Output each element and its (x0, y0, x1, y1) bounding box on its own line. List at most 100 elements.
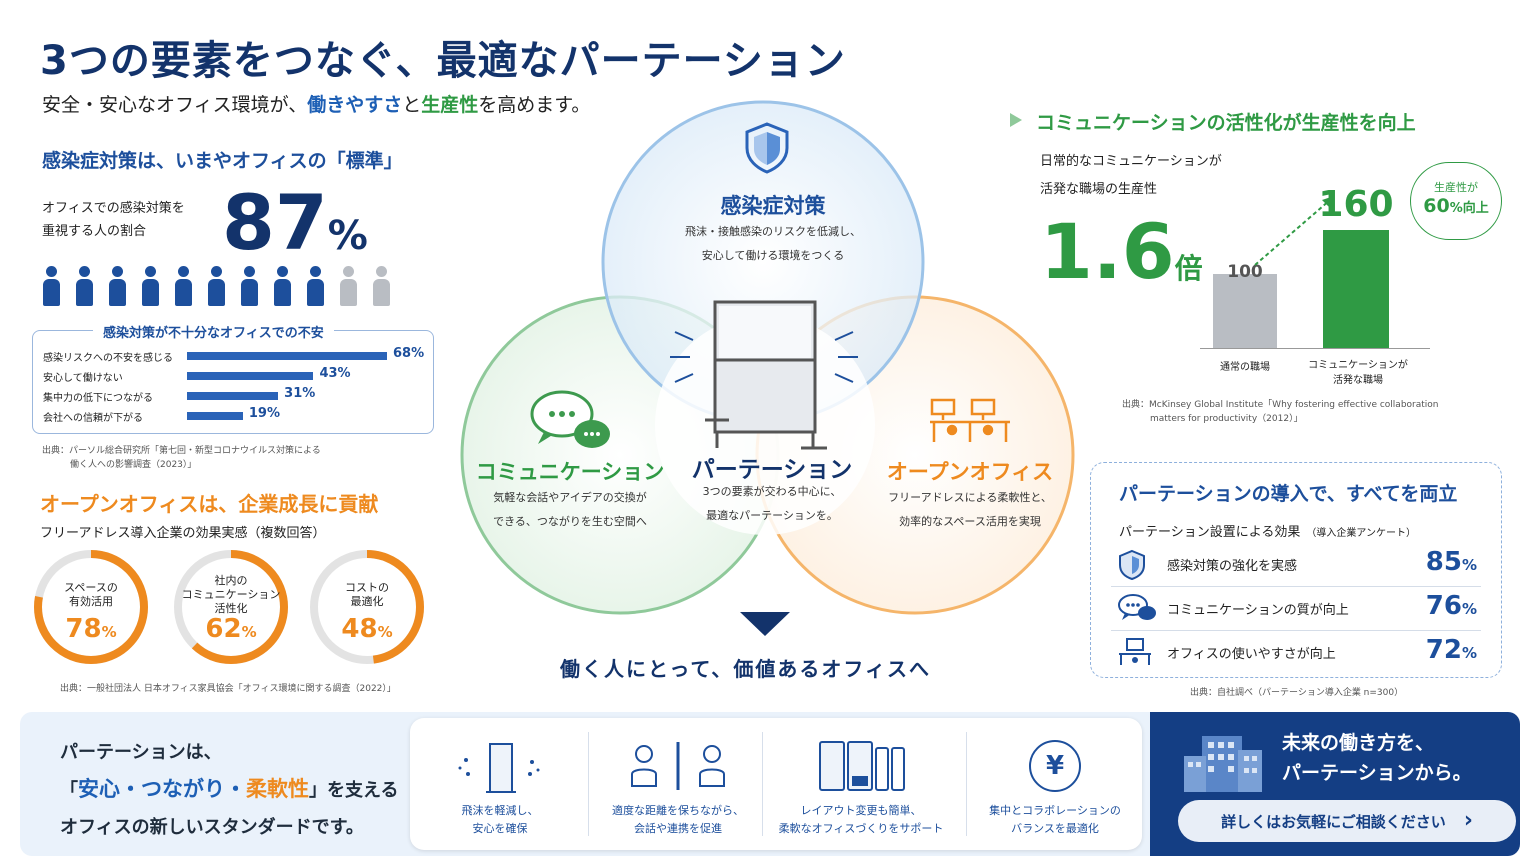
down-arrow-icon (740, 612, 790, 636)
feature-caption-3: レイアウト変更も簡単、柔軟なオフィスづくりをサポート (778, 804, 944, 835)
openoffice-source: 出典：一般社団法人 日本オフィス家具協会「オフィス環境に関する調査（2022）」 (60, 684, 396, 694)
communication-source: 出典：McKinsey Global Institute「Why fosteri… (1122, 400, 1439, 424)
person-icon (42, 266, 61, 306)
anxiety-row-label: 会社への信頼が下がる (43, 413, 143, 424)
footer-message: パーテーションは、 「安心・つながり・柔軟性」を支える オフィスの新しいスタンダ… (60, 742, 399, 838)
shield-icon (745, 122, 789, 174)
ring-chart (310, 550, 424, 664)
feature-layout: レイアウト変更も簡単、柔軟なオフィスづくりをサポート (766, 732, 956, 836)
anxiety-row-label: 感染リスクへの不安を感じる (43, 353, 173, 364)
benefit-label: コミュニケーションの質が向上 (1167, 603, 1349, 618)
chart-bar-normal (1213, 274, 1277, 348)
openoffice-heading: オープンオフィスは、企業成長に貢献 (40, 492, 379, 516)
venn-top-title: 感染症対策 (720, 194, 826, 218)
venn-right-title: オープンオフィス (886, 460, 1054, 484)
benefit-label: オフィスの使いやすさが向上 (1167, 647, 1336, 662)
person-icon (141, 266, 160, 306)
ring-value: 62% (205, 614, 257, 644)
stat-87: 87% (222, 178, 368, 267)
benefits-source: 出典：自社調べ（パーテーション導入企業 n=300） (1190, 688, 1404, 698)
footer-band: パーテーションは、 「安心・つながり・柔軟性」を支える オフィスの新しいスタンダ… (20, 712, 1520, 856)
partition-image (670, 300, 858, 450)
feature-splash: 飛沫を軽減し、安心を確保 (410, 732, 590, 836)
infection-heading: 感染症対策は、いまやオフィスの「標準」 (42, 150, 403, 172)
shield-icon (1117, 549, 1147, 585)
openoffice-sub: フリーアドレス導入企業の効果実感（複数回答） (40, 526, 326, 541)
person-icon (75, 266, 94, 306)
benefit-value: 85% (1425, 547, 1477, 577)
ring-chart (34, 550, 148, 664)
venn-bottom-message: 働く人にとって、価値あるオフィスへ (560, 657, 931, 681)
page-title: 3つの要素をつなぐ、最適なパーテーション (40, 38, 846, 84)
person-icon (174, 266, 193, 306)
person-icon (240, 266, 259, 306)
multiplier-value: 1.6倍 (1040, 207, 1203, 296)
growth-arrow-icon (1254, 196, 1334, 266)
contact-button[interactable]: 詳しくはお気軽にご相談ください› (1178, 800, 1516, 842)
person-icon (273, 266, 292, 306)
benefits-sub: パーテーション設置による効果（導入企業アンケート） (1119, 525, 1416, 540)
anxiety-value: 19% (248, 406, 280, 421)
person-icon (339, 266, 358, 306)
feature-caption-4: 集中とコラボレーションのバランスを最適化 (989, 804, 1121, 835)
ring-label: スペースの有効活用 (64, 581, 118, 608)
person-icon (207, 266, 226, 306)
anxiety-bar (187, 372, 314, 380)
venn-diagram (460, 100, 1075, 636)
communication-heading: コミュニケーションの活性化が生産性を向上 (1036, 112, 1416, 134)
benefits-heading: パーテーションの導入で、すべてを両立 (1119, 483, 1458, 505)
benefit-value: 72% (1425, 635, 1477, 665)
person-icon (108, 266, 127, 306)
benefit-row: 感染対策の強化を実感 85% (1111, 543, 1481, 587)
cta-panel: 未来の働き方を、パーテーションから。 詳しくはお気軽にご相談ください› (1150, 712, 1520, 856)
play-arrow-icon (1010, 113, 1022, 127)
anxiety-title: 感染対策が不十分なオフィスでの不安 (93, 322, 334, 341)
chart-label-100: 100 (1227, 262, 1263, 282)
chart-axis (1200, 348, 1430, 349)
chat-bubbles-icon (530, 390, 610, 448)
benefit-row: オフィスの使いやすさが向上 72% (1111, 631, 1481, 675)
open-office-desk-icon (930, 398, 1010, 442)
people-pictogram (42, 266, 391, 306)
ring-value: 48% (341, 614, 393, 644)
chart-bar-active (1323, 230, 1389, 348)
distance-people-icon (631, 742, 725, 790)
building-icon (1184, 736, 1262, 792)
feature-caption-1: 飛沫を軽減し、安心を確保 (461, 804, 539, 835)
feature-caption-2: 適度な距離を保ちながら、会話や連携を促進 (612, 804, 744, 835)
ring-chart (174, 550, 288, 664)
anxiety-bar (187, 392, 279, 400)
anxiety-value: 43% (319, 366, 351, 381)
stat-label: オフィスでの感染対策を重視する人の割合 (42, 201, 185, 239)
venn-right-desc: フリーアドレスによる柔軟性と、効率的なスペース活用を実現 (888, 491, 1052, 528)
anxiety-value: 68% (393, 346, 425, 361)
yen-icon: ¥ (1029, 740, 1081, 792)
person-icon (372, 266, 391, 306)
ring-label: コストの最適化 (345, 581, 389, 608)
person-icon (306, 266, 325, 306)
venn-left-desc: 気軽な会話やアイデアの交換ができる、つながりを生む空間へ (493, 491, 647, 528)
anxiety-bar (187, 352, 387, 360)
chevron-right-icon: › (1463, 808, 1473, 833)
layout-panels-icon (819, 741, 905, 791)
feature-balance: ¥ 集中とコラボレーションのバランスを最適化 (968, 732, 1142, 836)
anxiety-box: 感染対策が不十分なオフィスでの不安 感染リスクへの不安を感じる 68% 安心して働け… (32, 322, 434, 434)
benefits-box: パーテーションの導入で、すべてを両立 パーテーション設置による効果（導入企業アン… (1090, 462, 1502, 678)
ring-label: 社内のコミュニケーション活性化 (181, 574, 281, 615)
ring-value: 78% (65, 614, 117, 644)
splash-guard-icon (458, 743, 540, 793)
anxiety-row-label: 安心して働けない (43, 373, 123, 384)
feature-card: 飛沫を軽減し、安心を確保 適度な距離を保ちながら、会話や連携を促進 (410, 718, 1142, 850)
venn-left-title: コミュニケーション (475, 460, 665, 484)
desk-icon (1117, 637, 1153, 671)
venn-top-desc: 飛沫・接触感染のリスクを低減し、安心して働ける環境をつくる (685, 225, 861, 262)
feature-distance: 適度な距離を保ちながら、会話や連携を促進 (588, 732, 768, 836)
anxiety-bar (187, 412, 243, 420)
chat-icon (1117, 593, 1157, 627)
chart-cat-active: コミュニケーションが活発な職場 (1308, 360, 1408, 386)
anxiety-value: 31% (284, 386, 316, 401)
page-subtitle: 安全・安心なオフィス環境が、働きやすさと生産性を高めます。 (42, 94, 591, 116)
benefit-label: 感染対策の強化を実感 (1167, 559, 1298, 574)
anxiety-row-label: 集中力の低下につながる (43, 393, 153, 404)
